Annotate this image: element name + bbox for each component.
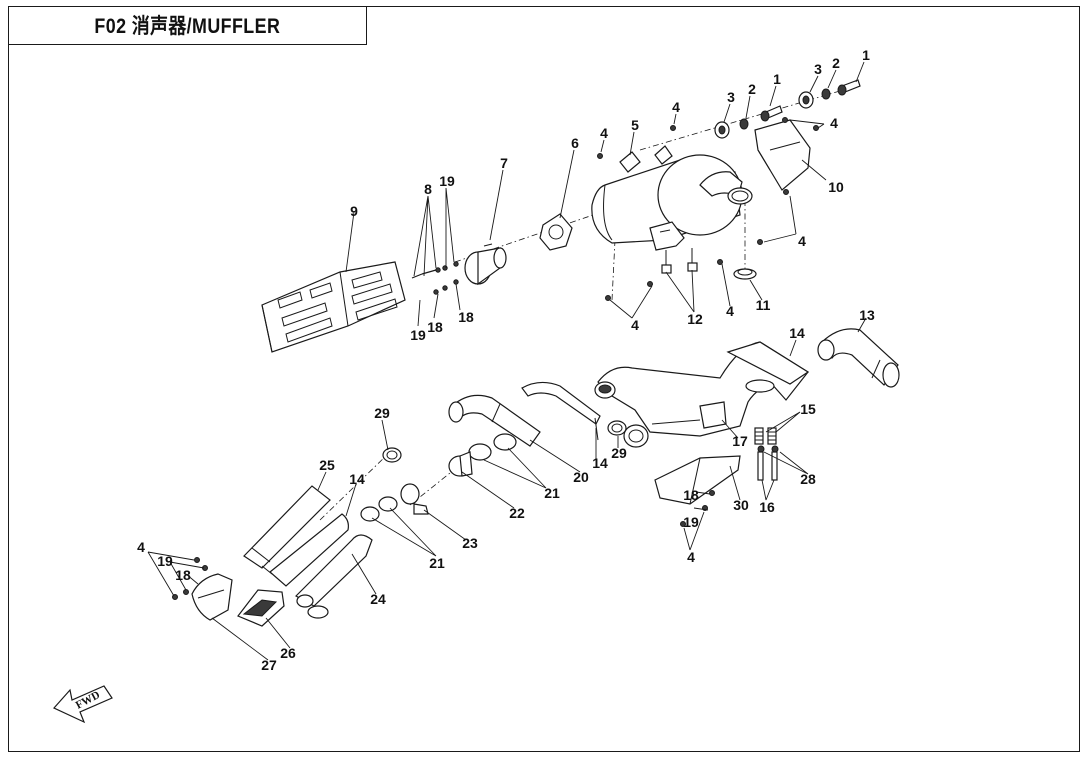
callout-19: 19 bbox=[157, 553, 173, 569]
callout-4: 4 bbox=[600, 125, 608, 141]
callout-29: 29 bbox=[374, 405, 390, 421]
callout-14: 14 bbox=[789, 325, 805, 341]
leader-lines bbox=[147, 61, 867, 661]
callout-2: 2 bbox=[748, 81, 756, 97]
bolts bbox=[597, 117, 819, 301]
muffler-end-cap bbox=[464, 243, 507, 286]
header-pipes-lower bbox=[243, 485, 373, 619]
callout-9: 9 bbox=[350, 203, 358, 219]
callout-3: 3 bbox=[727, 89, 735, 105]
muffler-body bbox=[591, 145, 753, 251]
callout-27: 27 bbox=[261, 657, 277, 673]
callout-18: 18 bbox=[458, 309, 474, 325]
header-pipe-upper bbox=[594, 341, 810, 448]
callout-4: 4 bbox=[631, 317, 639, 333]
pipe-clamps-center bbox=[448, 433, 517, 477]
title-box: F02 消声器/MUFFLER bbox=[8, 6, 367, 45]
pipe-strap bbox=[521, 381, 601, 441]
heat-shield bbox=[261, 261, 406, 353]
callout-labels: 1 1 2 2 3 3 4 4 4 4 4 4 4 4 5 6 7 8 9 10… bbox=[137, 47, 875, 673]
callout-28: 28 bbox=[800, 471, 816, 487]
callout-3: 3 bbox=[814, 61, 822, 77]
rubber-grommets bbox=[661, 248, 698, 274]
callout-18: 18 bbox=[427, 319, 443, 335]
callout-18: 18 bbox=[683, 487, 699, 503]
callout-6: 6 bbox=[571, 135, 579, 151]
mount-hardware-upper bbox=[798, 79, 861, 109]
tail-pipe bbox=[817, 328, 900, 388]
pipe-clamps-lower bbox=[360, 483, 429, 522]
exhaust-gasket-right bbox=[607, 420, 627, 436]
page-title: F02 消声器/MUFFLER bbox=[94, 15, 280, 38]
callout-1: 1 bbox=[773, 71, 781, 87]
callout-29: 29 bbox=[611, 445, 627, 461]
callout-13: 13 bbox=[859, 307, 875, 323]
callout-4: 4 bbox=[798, 233, 806, 249]
callout-1: 1 bbox=[862, 47, 870, 63]
callout-15: 15 bbox=[800, 401, 816, 417]
callout-22: 22 bbox=[509, 505, 525, 521]
callout-5: 5 bbox=[631, 117, 639, 133]
callout-19: 19 bbox=[683, 514, 699, 530]
callout-21: 21 bbox=[544, 485, 560, 501]
callout-25: 25 bbox=[319, 457, 335, 473]
callout-16: 16 bbox=[759, 499, 775, 515]
mount-hardware-lower bbox=[714, 105, 783, 139]
forward-direction-indicator: FWD bbox=[53, 685, 113, 724]
muffler-bracket bbox=[754, 119, 811, 191]
callout-4: 4 bbox=[672, 99, 680, 115]
callout-17: 17 bbox=[732, 433, 748, 449]
callout-11: 11 bbox=[756, 297, 771, 313]
callout-10: 10 bbox=[828, 179, 844, 195]
callout-8: 8 bbox=[424, 181, 432, 197]
callout-14: 14 bbox=[592, 455, 608, 471]
callout-20: 20 bbox=[573, 469, 589, 485]
end-gasket bbox=[539, 213, 573, 251]
callout-4: 4 bbox=[830, 115, 838, 131]
shield-fasteners bbox=[411, 261, 459, 295]
callout-14: 14 bbox=[349, 471, 365, 487]
callout-26: 26 bbox=[280, 645, 296, 661]
callout-4: 4 bbox=[726, 303, 734, 319]
callout-18: 18 bbox=[175, 567, 191, 583]
lower-heat-shield bbox=[654, 455, 741, 527]
callout-24: 24 bbox=[370, 591, 386, 607]
callout-30: 30 bbox=[733, 497, 749, 513]
outlet-covers bbox=[172, 557, 285, 627]
exhaust-gasket-left bbox=[382, 447, 402, 463]
callout-19: 19 bbox=[410, 327, 426, 343]
callout-4: 4 bbox=[687, 549, 695, 565]
callout-12: 12 bbox=[687, 311, 703, 327]
callout-19: 19 bbox=[439, 173, 455, 189]
callout-21: 21 bbox=[429, 555, 445, 571]
callout-4: 4 bbox=[137, 539, 145, 555]
callout-23: 23 bbox=[462, 535, 478, 551]
callout-2: 2 bbox=[832, 55, 840, 71]
seal-ring bbox=[733, 268, 757, 280]
studs-and-springs bbox=[754, 427, 779, 481]
callout-7: 7 bbox=[500, 155, 508, 171]
drawing-frame bbox=[8, 6, 1080, 752]
header-pipe-center bbox=[448, 394, 541, 447]
